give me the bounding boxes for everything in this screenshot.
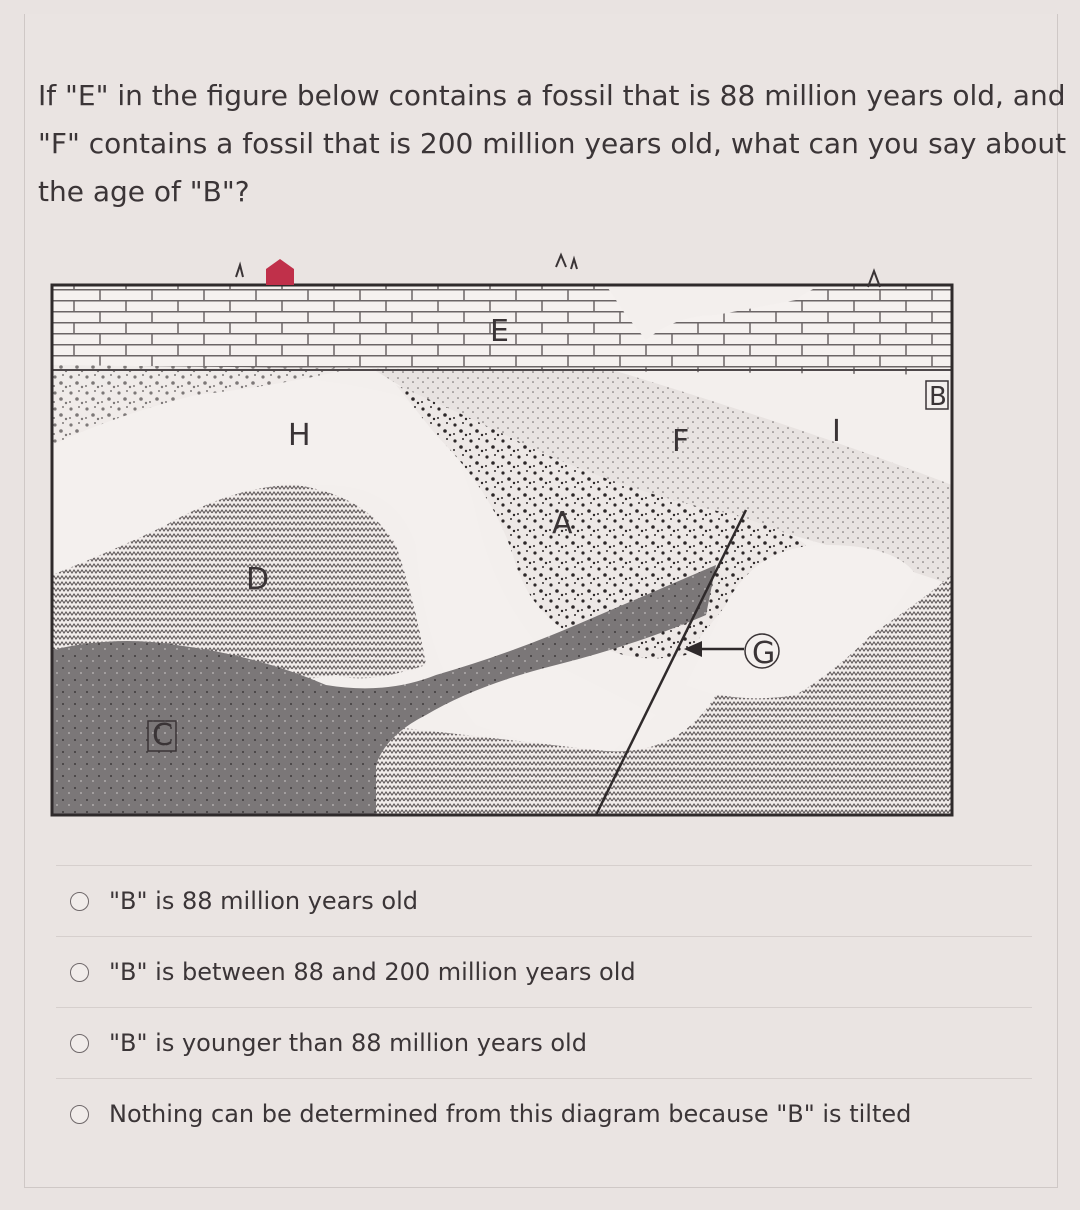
label-g: G	[752, 636, 775, 671]
label-e: E	[490, 314, 509, 349]
option-label: "B" is 88 million years old	[109, 887, 418, 915]
layer-h-top-speckle	[52, 365, 366, 445]
answer-options: "B" is 88 million years old "B" is betwe…	[56, 865, 1032, 1149]
label-c: C	[152, 718, 173, 753]
tree-icon	[235, 252, 881, 288]
label-c-box	[147, 720, 177, 752]
label-h: H	[288, 418, 311, 453]
label-b-box	[925, 380, 949, 410]
label-d: D	[246, 562, 269, 597]
arrowhead-icon	[684, 641, 702, 657]
intrusion-c	[52, 565, 716, 815]
option-2[interactable]: "B" is between 88 and 200 million years …	[56, 936, 1032, 1007]
house-icon	[266, 259, 294, 285]
fault-line	[594, 509, 748, 815]
radio-button[interactable]	[70, 891, 89, 911]
label-i: I	[832, 414, 841, 449]
layer-basement-right	[376, 575, 952, 815]
option-4[interactable]: Nothing can be determined from this diag…	[56, 1078, 1032, 1149]
radio-button[interactable]	[70, 1033, 89, 1053]
section-frame	[50, 283, 954, 817]
label-g-circle	[744, 633, 780, 669]
option-label: "B" is between 88 and 200 million years …	[109, 958, 636, 986]
option-label: "B" is younger than 88 million years old	[109, 1029, 587, 1057]
option-label: Nothing can be determined from this diag…	[109, 1100, 912, 1128]
option-1[interactable]: "B" is 88 million years old	[56, 865, 1032, 936]
layer-e	[52, 285, 952, 375]
layer-g	[686, 545, 916, 699]
label-b: B	[929, 382, 947, 412]
radio-button[interactable]	[70, 1104, 89, 1124]
label-a: A	[552, 506, 573, 541]
geologic-cross-section-figure: E B H F I A D G C	[50, 252, 954, 817]
option-3[interactable]: "B" is younger than 88 million years old	[56, 1007, 1032, 1078]
radio-button[interactable]	[70, 962, 89, 982]
label-f: F	[672, 424, 689, 459]
layer-b-f	[366, 365, 952, 585]
question-text: If "E" in the figure below contains a fo…	[38, 79, 1067, 208]
